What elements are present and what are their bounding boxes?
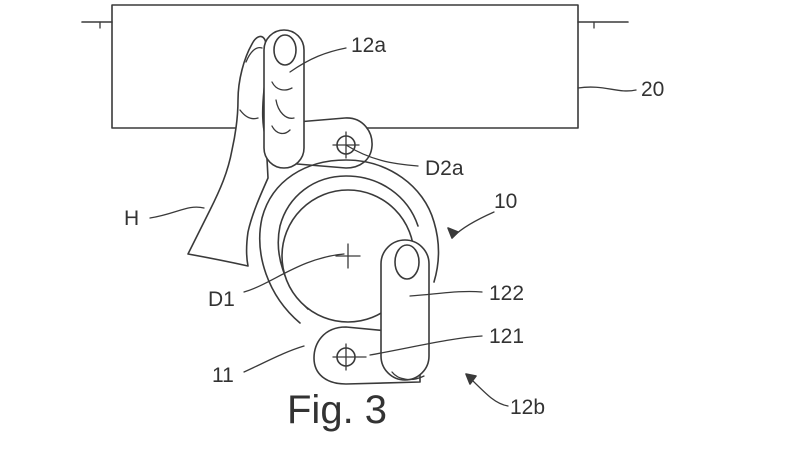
label-h: H: [124, 207, 139, 230]
pivot-121: [332, 343, 367, 371]
upper-link-12a: [263, 29, 373, 169]
label-122: 122: [489, 282, 524, 305]
leader-lines: [149, 47, 637, 407]
label-10: 10: [494, 190, 517, 213]
label-11: 11: [212, 364, 234, 387]
lower-latch-12b: [313, 239, 430, 385]
label-12a: 12a: [351, 34, 386, 57]
figure-caption: Fig. 3: [287, 388, 387, 432]
label-121: 121: [489, 325, 524, 348]
label-d2a: D2a: [425, 157, 464, 180]
label-12b: 12b: [510, 396, 545, 419]
hand-h: [187, 35, 269, 267]
label-d1: D1: [208, 288, 235, 311]
label-20: 20: [641, 78, 664, 101]
housing-20: [81, 4, 629, 129]
